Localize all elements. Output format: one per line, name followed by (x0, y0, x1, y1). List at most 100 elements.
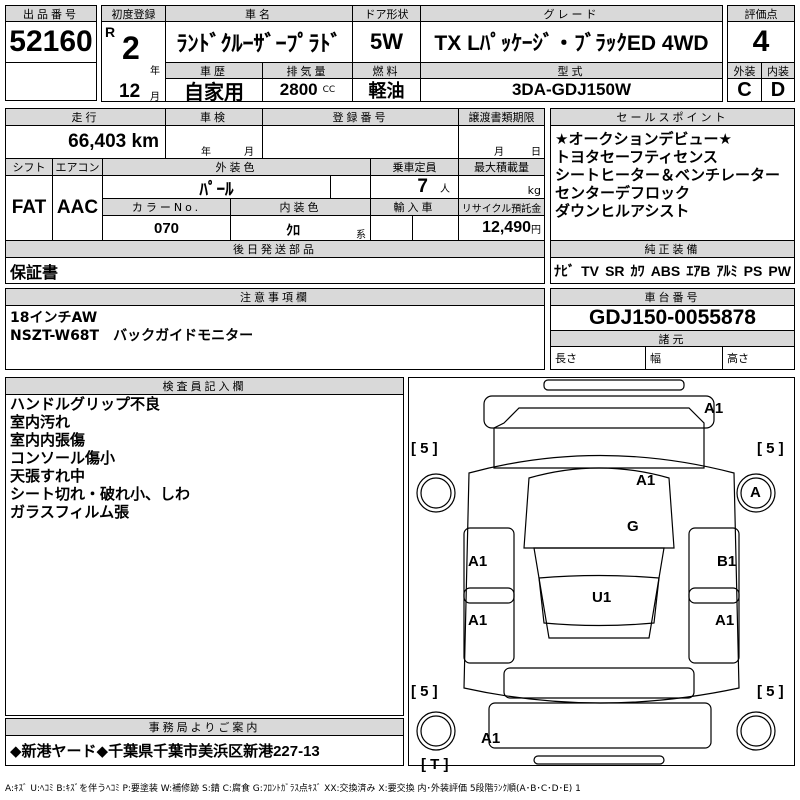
damage-mark: A1 (481, 730, 501, 747)
sales-point: ダウンヒルアシスト (555, 202, 690, 220)
equipment-label: 純正装備 (550, 240, 795, 258)
notes-content: 18インチAW NSZT-W68T バックガイドモニター (5, 305, 545, 370)
month-unit: 月 (150, 92, 160, 103)
aircon-value: AAC (52, 175, 103, 241)
inspector-line: シート切れ・破れ小、しわ (10, 485, 191, 503)
equipment-list: ﾅﾋﾞ TV SR ｶﾜ ABS ｴｱB ｱﾙﾐ PS PW (550, 257, 795, 284)
max-load-label: 最大積載量 (458, 158, 545, 176)
inspector-line: 室内内張傷 (10, 431, 86, 449)
import-cell-a (370, 215, 413, 241)
inspection-month-unit: 月 (244, 147, 254, 158)
car-outline-icon (416, 379, 776, 765)
equipment-item: PW (768, 262, 791, 279)
width-label: 幅 (645, 346, 723, 370)
later-parts-label: 後日発送部品 (5, 240, 545, 258)
legend: A:ｷｽﾞ U:ﾍｺﾐ B:ｷｽﾞを伴うﾍｺﾐ P:要塗装 W:補修跡 S:錆 … (5, 784, 581, 794)
sales-point: ★オークションデビュー★ (555, 130, 732, 148)
damage-mark: [ 5 ] (411, 440, 438, 457)
ext-color-value: ﾊﾟｰﾙ (102, 175, 331, 199)
damage-mark: A1 (468, 553, 488, 570)
transfer-label: 譲渡書類期限 (458, 108, 545, 126)
inspection-cell: 年 月 (165, 125, 263, 159)
recycle-label: リサイクル預託金 (458, 198, 545, 216)
reg-number-cell (262, 125, 459, 159)
sales-point: トヨタセーフティセンス (555, 148, 718, 166)
damage-mark: A1 (715, 612, 735, 629)
year-unit: 年 (150, 66, 160, 77)
model-code-label: 型式 (420, 62, 723, 79)
equipment-item: ｴｱB (686, 262, 711, 279)
lot-label: 出品番号 (5, 5, 97, 22)
aircon-label: エアコン (52, 158, 103, 176)
damage-mark: [ 5 ] (411, 683, 438, 700)
inspector-notes: ハンドルグリップ不良 室内汚れ 室内内張傷 コンソール傷小 天張すれ中 シート切… (5, 394, 404, 716)
score-label: 評価点 (727, 5, 795, 22)
inspector-line: ハンドルグリップ不良 (10, 395, 161, 413)
color-no-label: カラーNo. (102, 198, 231, 216)
later-parts-value: 保証書 (5, 257, 545, 284)
car-name: ﾗﾝﾄﾞｸﾙｰｻﾞｰﾌﾟﾗﾄﾞ (165, 21, 353, 63)
damage-mark: [ T ] (421, 756, 449, 773)
damage-mark: A (750, 484, 761, 501)
equipment-item: PS (743, 262, 763, 279)
inspector-line: ガラスフィルム張 (10, 503, 130, 521)
damage-mark: G (627, 518, 639, 535)
shift-value: FAT (5, 175, 53, 241)
inspection-year-unit: 年 (201, 147, 211, 158)
displacement-unit: CC (322, 85, 336, 95)
era: R (105, 24, 116, 40)
sales-point: シートヒーター＆ベンチレーター (555, 166, 781, 184)
displacement-value: 2800 (279, 80, 318, 99)
office-info: ◆新港ヤード◆千葉県千葉市美浜区新港227-13 (5, 735, 404, 766)
recycle-unit: 円 (531, 224, 541, 236)
int-color-label: 内装色 (230, 198, 371, 216)
length-label: 長さ (550, 346, 646, 370)
displacement-label: 排気量 (262, 62, 353, 79)
interior-score: D (761, 78, 795, 102)
int-color-cell: ｸﾛ 系 (230, 215, 371, 241)
damage-mark: A1 (636, 472, 656, 489)
first-reg-cell: R 2 年 12 月 (101, 21, 166, 103)
capacity-value: 7 (417, 176, 428, 197)
grade-value: TX Lﾊﾟｯｹｰｼﾞ・ﾌﾞﾗｯｸED 4WD (420, 21, 723, 63)
sales-point: センターデフロック (555, 184, 691, 202)
equipment-item: ｱﾙﾐ (716, 262, 738, 279)
sales-points-label: セールスポイント (550, 108, 795, 126)
damage-mark: [ 5 ] (757, 440, 784, 457)
reg-number-label: 登録番号 (262, 108, 459, 126)
capacity-unit: 人 (440, 183, 450, 195)
int-color-value: ｸﾛ (286, 222, 300, 238)
ext-color-label: 外装色 (102, 158, 371, 176)
capacity-label: 乗車定員 (370, 158, 459, 176)
fuel-value: 軽油 (352, 78, 421, 102)
lot-number: 52160 (5, 21, 97, 63)
exterior-label: 外装 (727, 62, 762, 79)
chassis-label: 車台番号 (550, 288, 795, 306)
color-no-value: 070 (102, 215, 231, 241)
chassis-number: GDJ150-0055878 (550, 305, 795, 331)
inspection-label: 車検 (165, 108, 263, 126)
history-value: 自家用 (165, 78, 263, 102)
equipment-item: TV (581, 262, 599, 279)
spec-label: 諸元 (550, 330, 795, 347)
transfer-month-unit: 月 (494, 147, 504, 158)
history-label: 車歴 (165, 62, 263, 79)
equipment-item: SR (605, 262, 625, 279)
mileage-value: 66,403 km (5, 125, 166, 159)
shift-label: シフト (5, 158, 53, 176)
inspector-line: 天張すれ中 (10, 467, 86, 485)
door-label: ドア形状 (352, 5, 421, 22)
int-color-unit: 系 (356, 230, 366, 241)
recycle-value: 12,490 (482, 219, 531, 236)
interior-label: 内装 (761, 62, 795, 79)
transfer-cell: 月 日 (458, 125, 545, 159)
reg-year: 2 (122, 30, 140, 66)
fuel-label: 燃料 (352, 62, 421, 79)
equipment-item: ﾅﾋﾞ (554, 262, 576, 279)
import-cell-b (412, 215, 459, 241)
mileage-label: 走行 (5, 108, 166, 126)
grade-label: グレード (420, 5, 723, 22)
import-label: 輸入車 (370, 198, 459, 216)
